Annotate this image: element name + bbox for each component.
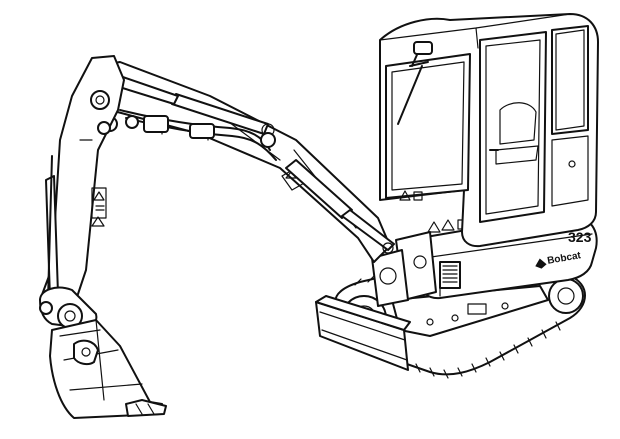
dozer-blade <box>315 295 411 371</box>
model-number-decal: 323 <box>568 229 592 245</box>
operator-cab <box>379 13 599 248</box>
boom <box>85 61 395 263</box>
bobcat-logo-icon <box>535 258 547 269</box>
bucket <box>39 286 167 419</box>
mirror-assembly <box>411 41 433 67</box>
arm <box>39 55 125 307</box>
